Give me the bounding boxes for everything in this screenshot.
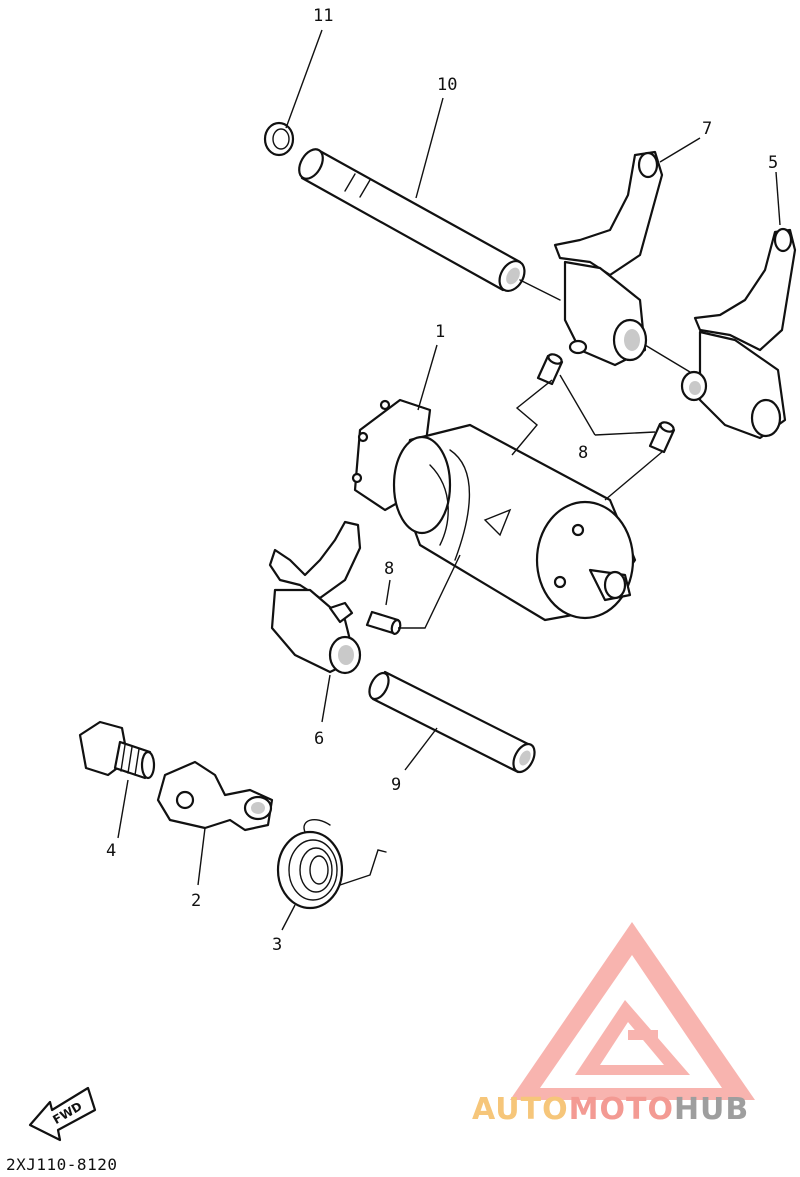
leader-lines [117, 29, 781, 931]
part-9-guide-bar [368, 670, 536, 774]
part-3-torsion-spring [276, 818, 387, 910]
part-2-stopper-lever [156, 760, 274, 832]
part-6-shift-fork [268, 520, 362, 675]
callout-8-upper: 8 [578, 443, 588, 463]
diagram-reference-code: 2XJ110-8120 [6, 1155, 118, 1174]
callout-11: 11 [313, 6, 333, 26]
watermark-text: AUTOMOTOHUB [472, 1092, 749, 1127]
part-7-shift-fork [553, 150, 664, 367]
part-11-circlip [263, 121, 295, 157]
callout-7: 7 [702, 119, 712, 139]
part-10-guide-bar [298, 148, 526, 293]
part-8-guide-pin-upper [536, 353, 676, 454]
watermark-part-moto: MOTO [568, 1092, 674, 1127]
callout-6: 6 [314, 729, 324, 749]
callout-3: 3 [272, 935, 282, 955]
watermark-part-hub: HUB [673, 1092, 750, 1127]
part-8-guide-pin-lower [365, 610, 402, 635]
watermark-part-auto: AUTO [472, 1092, 569, 1127]
callout-4: 4 [106, 841, 116, 861]
forward-arrow-icon: FWD [28, 1086, 97, 1142]
callout-9: 9 [391, 775, 401, 795]
callout-labels: 11 10 7 5 1 8 8 6 9 4 2 3 [106, 6, 778, 955]
part-4-bolt [78, 720, 156, 780]
callout-5: 5 [768, 153, 778, 173]
callout-1: 1 [435, 322, 445, 342]
part-5-shift-fork [680, 227, 797, 440]
callout-8-lower: 8 [384, 559, 394, 579]
watermark-logo-icon [510, 922, 755, 1100]
callout-2: 2 [191, 891, 201, 911]
part-1-shift-drum [351, 398, 637, 622]
callout-10: 10 [437, 75, 457, 95]
